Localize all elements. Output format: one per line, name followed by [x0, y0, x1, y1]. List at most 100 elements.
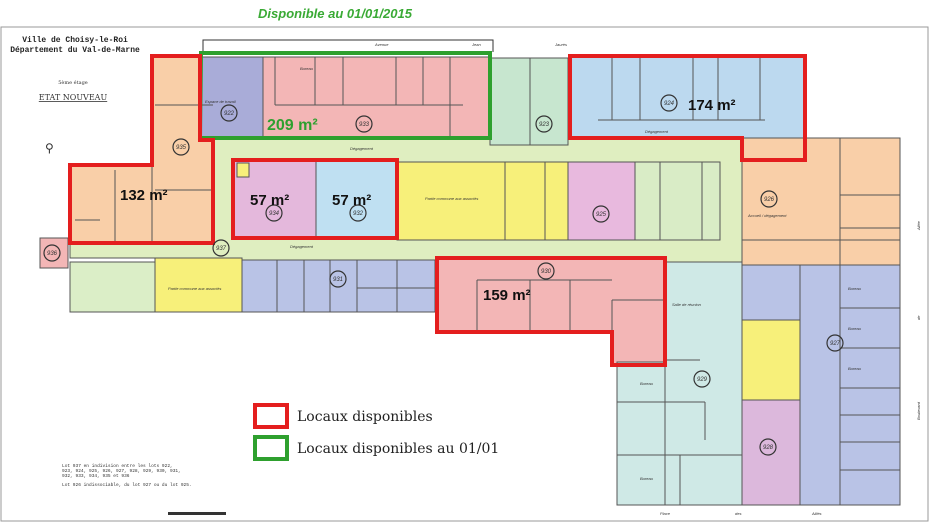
- street-label: Boulevard: [916, 401, 921, 420]
- room-label: Partie commune aux associés: [168, 286, 221, 291]
- lot-circle-927: [826, 334, 844, 352]
- floor-label: 5ème étage: [58, 79, 88, 86]
- outline-930: [435, 256, 667, 367]
- room-927-partitions: [839, 265, 900, 505]
- room-label: Dégagement: [290, 244, 314, 249]
- lot-circle-929: [693, 370, 711, 388]
- street-label: Jaurès: [554, 42, 567, 47]
- room-label: Bureau: [848, 286, 862, 291]
- lot-circle-931: [329, 270, 347, 288]
- room-928[interactable]: [741, 399, 801, 506]
- lot-number-931: 931: [333, 277, 343, 283]
- lot-number-922: 922: [224, 111, 235, 117]
- room-923[interactable]: [489, 57, 569, 146]
- room-927[interactable]: [799, 264, 901, 506]
- lot-number-925: 925: [596, 212, 607, 218]
- lot-circle-922: [220, 104, 238, 122]
- lot-number-928: 928: [763, 445, 774, 451]
- room-933-partitions: [274, 57, 463, 137]
- street-label: Allée: [916, 220, 921, 231]
- note-line: Lot 937 en indivision entre les lots 922…: [62, 463, 173, 469]
- lot-number-923: 923: [539, 122, 550, 128]
- legend-swatch-available-2015: [253, 435, 289, 461]
- lot-circle-923: [535, 115, 553, 133]
- lot-number-924: 924: [664, 101, 675, 107]
- common-area-center: [396, 161, 569, 241]
- lot-circle-928: [759, 438, 777, 456]
- sanitary-block: [634, 161, 721, 241]
- room-label: Salle de réunion: [672, 302, 702, 307]
- lot-circle-926: [760, 190, 778, 208]
- storage-room: [741, 264, 801, 321]
- lot-number-933: 933: [359, 122, 370, 128]
- room-label: Dégagement: [645, 129, 669, 134]
- department-name: Département du Val-de-Marne: [10, 46, 140, 55]
- room-label: Bureau: [848, 326, 862, 331]
- note-line: 923, 924, 925, 926, 927, 928, 929, 930, …: [62, 468, 181, 474]
- room-931[interactable]: [241, 259, 436, 313]
- lot-circle-932: [349, 204, 367, 222]
- lot-number-926: 926: [764, 197, 775, 203]
- street-label: Place: [660, 511, 671, 516]
- street-label: Avenue: [374, 42, 389, 47]
- outline-934-932: [231, 158, 399, 240]
- room-936[interactable]: [39, 237, 69, 269]
- area-label-930: 159 m²: [483, 287, 531, 304]
- room-926-partitions: [742, 138, 900, 265]
- room-933[interactable]: [262, 56, 491, 138]
- lot-number-936: 936: [47, 251, 58, 257]
- area-label-935: 132 m²: [120, 187, 168, 204]
- outline-935: [68, 54, 215, 245]
- lot-number-930: 930: [541, 269, 552, 275]
- lot-circle-937: [212, 239, 230, 257]
- outline-924: [568, 54, 807, 162]
- room-label: Bureau: [640, 476, 654, 481]
- state-label: ETAT NOUVEAU: [39, 93, 108, 102]
- room-935-partitions: [75, 104, 213, 243]
- room-931-partitions: [276, 260, 435, 312]
- north-arrow-icon: ⚲: [45, 141, 54, 155]
- lot-circle-924: [660, 94, 678, 112]
- note-line: 932, 933, 934, 935 et 936: [62, 473, 130, 479]
- street-label: Alliés: [811, 511, 822, 516]
- area-label-924: 174 m²: [688, 97, 736, 114]
- street-label: de: [916, 315, 921, 320]
- street-bracket: [202, 39, 494, 52]
- room-932[interactable]: [315, 159, 398, 239]
- room-925[interactable]: [567, 161, 636, 241]
- area-label-934: 57 m²: [250, 192, 289, 209]
- scale-bar: [168, 512, 226, 515]
- room-929-partitions: [617, 359, 742, 505]
- city-name: Ville de Choisy-le-Roi: [22, 36, 128, 45]
- lot-number-935: 935: [176, 145, 187, 151]
- lot-number-927: 927: [830, 341, 841, 347]
- room-label: Partie commune aux associés: [425, 196, 478, 201]
- plan-frame: [0, 26, 929, 522]
- lot-circle-936: [43, 244, 61, 262]
- availability-title: Disponible au 01/01/2015: [258, 6, 413, 21]
- lot-circle-933: [355, 115, 373, 133]
- note-line: Lot 926 indissociable, du lot 927 ou du …: [62, 482, 192, 488]
- lot-circle-935: [172, 138, 190, 156]
- room-924-partitions: [598, 57, 765, 121]
- area-label-932: 57 m²: [332, 192, 371, 209]
- room-935[interactable]: [69, 56, 214, 244]
- room-label: Espace de travail: [205, 99, 236, 104]
- room-922[interactable]: [199, 56, 264, 138]
- common-area-right: [741, 319, 801, 401]
- legend-label-available: Locaux disponibles: [297, 409, 433, 425]
- lot-circle-925: [592, 205, 610, 223]
- room-label: Dégagement: [350, 146, 374, 151]
- common-area-left: [154, 257, 243, 313]
- street-label: Jean: [471, 42, 481, 47]
- street-label: des: [735, 511, 741, 516]
- lot-number-937: 937: [216, 246, 227, 252]
- room-label: Accueil / dégagement: [747, 213, 787, 218]
- room-930-partitions: [476, 279, 665, 332]
- room-label: Bureau: [848, 366, 862, 371]
- lot-circle-934: [265, 204, 283, 222]
- lot-number-932: 932: [353, 211, 364, 217]
- legend-swatch-available: [253, 403, 289, 429]
